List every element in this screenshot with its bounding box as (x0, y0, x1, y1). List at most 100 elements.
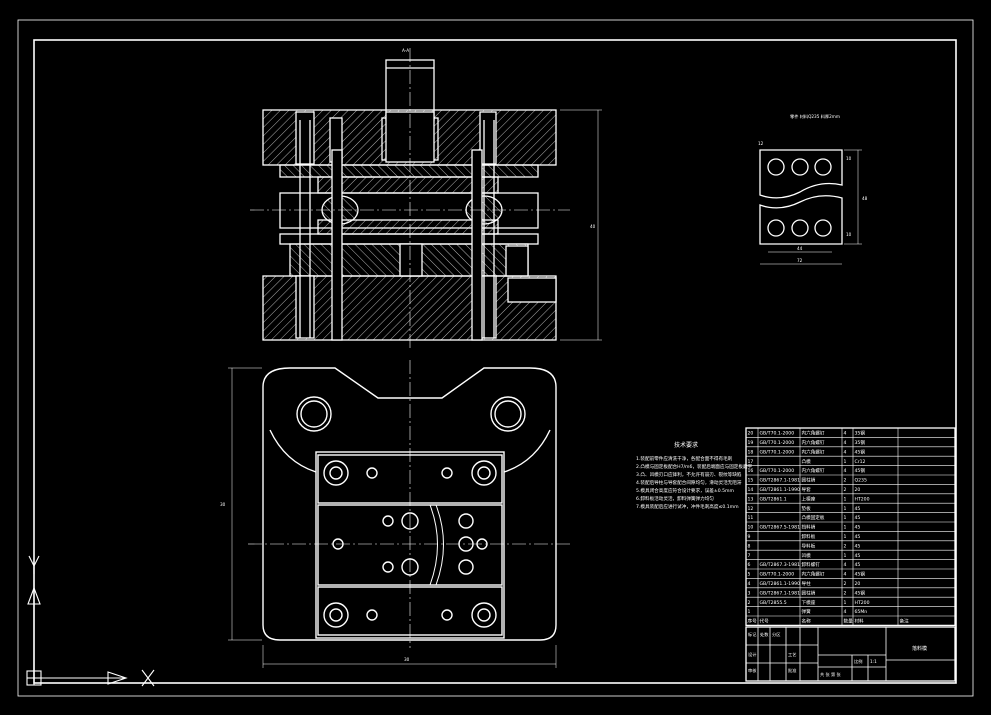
bom-cell: 内六角螺钉 (802, 439, 825, 446)
bom-cell: 45钢 (855, 467, 866, 474)
bom-cell: 1 (844, 515, 847, 521)
bom-cell: 1 (844, 553, 847, 559)
bom-cell: 凸模 (802, 458, 812, 465)
ucs-icon (26, 555, 155, 687)
notes-title: 技术要求 (674, 441, 698, 449)
note-line: 3.凸、凹模刃口应锋利，不允许有崩刃、裂纹等缺陷 (636, 471, 742, 478)
bom-cell: 6 (748, 562, 751, 568)
bom-cell: 35钢 (855, 439, 866, 446)
bom-cell: GB/T2861.1-1990 (760, 487, 801, 493)
bom-cell: 1 (844, 525, 847, 531)
bom-cell: 45 (855, 506, 861, 512)
bom-cell: 1 (748, 609, 751, 615)
bom-cell: 导套 (802, 486, 812, 493)
bom-cell: GB/T2861.1-1990 (760, 581, 801, 587)
bom-cell: 16 (748, 468, 754, 474)
bom-cell: 35钢 (855, 430, 866, 437)
bom-cell: 2 (844, 543, 847, 549)
scale-label: 比例 (854, 658, 862, 665)
technical-notes: 技术要求 1.装配前零件应清洗干净，各配合面不得有毛刺 2.凸模与固定板配合H7… (636, 441, 753, 510)
bom-cell: 凸模固定板 (802, 514, 825, 521)
bom-cell: GB/T2867.3-1981 (760, 562, 801, 568)
note-line: 6.卸料板活动灵活，卸料弹簧弹力均匀 (636, 495, 714, 502)
title-label: 批准 (788, 667, 796, 674)
dim-top-axis: A-A (402, 48, 409, 53)
bom-header-cell: 序号 (748, 618, 758, 625)
bom-cell: GB/T2855.5 (760, 600, 787, 606)
part-caption: 零件 材料Q235 料厚2mm (790, 113, 840, 120)
dim-plan-height: 30 (220, 502, 226, 507)
bom-cell: 45 (855, 543, 861, 549)
bom-cell: 导料板 (802, 542, 816, 549)
bom-cell: 17 (748, 459, 754, 465)
title-label: 审核 (748, 667, 757, 674)
front-section-view: A-A (250, 48, 602, 348)
note-line: 1.装配前零件应清洗干净，各配合面不得有毛刺 (636, 455, 733, 462)
sheet-info: 共 张 第 张 (820, 671, 842, 678)
bom-cell: 19 (748, 440, 754, 446)
bom-outline (745, 427, 956, 627)
bom-cell: 4 (748, 581, 751, 587)
bom-cell: 45 (855, 525, 861, 531)
bom-cell: 1 (844, 534, 847, 540)
bom-cell: 13 (748, 496, 754, 502)
bom-cell: 1 (844, 459, 847, 465)
bom-cell: 4 (844, 440, 847, 446)
title-label: 处数 (760, 631, 769, 638)
bom-cell: 45钢 (855, 589, 866, 596)
bom-cell: 45 (855, 553, 861, 559)
dim-detail-width: 44 (797, 246, 803, 251)
bom-cell: 卸料板 (802, 533, 816, 540)
bom-cell: 3 (748, 590, 751, 596)
bom-cell: GB/T70.1-2000 (760, 572, 795, 578)
bom-cell: 导柱 (802, 580, 812, 587)
scale-value: 1:1 (870, 659, 877, 664)
note-line: 5.模具闭合高度应符合设计要求，误差±0.5mm (636, 487, 735, 494)
bom-cell: 9 (748, 534, 751, 540)
bom-cell: GB/T70.1-2000 (760, 440, 795, 446)
inner-frame (33, 39, 957, 684)
bom-cell: Q235 (855, 478, 867, 484)
bom-cell: 4 (844, 609, 847, 615)
bom-cell: 11 (748, 515, 754, 521)
bom-cell: 12 (748, 506, 754, 512)
bom-cell: 上模座 (802, 495, 816, 502)
bom-cell: 内六角螺钉 (802, 448, 825, 455)
drawing-name: 落料模 (912, 645, 927, 652)
bom-cell: HT200 (855, 600, 870, 606)
bom-cell: 5 (748, 572, 751, 578)
title-label: 工艺 (788, 652, 796, 657)
bom-cell: GB/T70.1-2000 (760, 431, 795, 437)
bom-cell: 45 (855, 534, 861, 540)
dim-plan-width: 30 (404, 657, 410, 662)
bom-cell: 45钢 (855, 448, 866, 455)
bom-cell: 4 (844, 449, 847, 455)
bom-cell: 弹簧 (802, 608, 812, 615)
bom-cell: 内六角螺钉 (802, 467, 825, 474)
bom-cell: 2 (844, 487, 847, 493)
bom-cell: 1 (844, 496, 847, 502)
note-line: 4.装配后导柱与导套配合间隙均匀，滑动灵活无阻滞 (636, 479, 742, 486)
bom-cell: 14 (748, 487, 754, 493)
bom-header-cell: 数量 (844, 618, 854, 625)
bom-cell: 2 (844, 581, 847, 587)
dim-detail-right-c: 48 (862, 196, 868, 201)
dim-detail-top: 12 (758, 141, 764, 146)
bom-cell: 18 (748, 449, 754, 455)
bom-cell: 凹模 (802, 552, 812, 559)
bom-cell: 挡料销 (802, 524, 816, 531)
bom-cell: GB/T2861.1 (760, 496, 787, 502)
bom-cell: GB/T70.1-2000 (760, 449, 795, 455)
note-line: 2.凸模与固定板配合H7/m6，装配后端面应与固定板磨平 (636, 463, 753, 470)
bom-cell: GB/T2867.5-1981 (760, 525, 801, 531)
bom-cell: 卸料螺钉 (802, 561, 821, 568)
bom-cell: 45钢 (855, 571, 866, 578)
dim-right-height: 40 (590, 224, 596, 229)
bom-cell: 20 (855, 487, 861, 493)
title-block: 落料模 标记 处数 分区 设计 审核 工艺 批准 比例 1:1 共 张 第 张 (745, 626, 956, 682)
bom-header-cell: 备注 (900, 618, 910, 625)
bom-cell: 内六角螺钉 (802, 430, 825, 437)
bom-cell: 20 (855, 581, 861, 587)
